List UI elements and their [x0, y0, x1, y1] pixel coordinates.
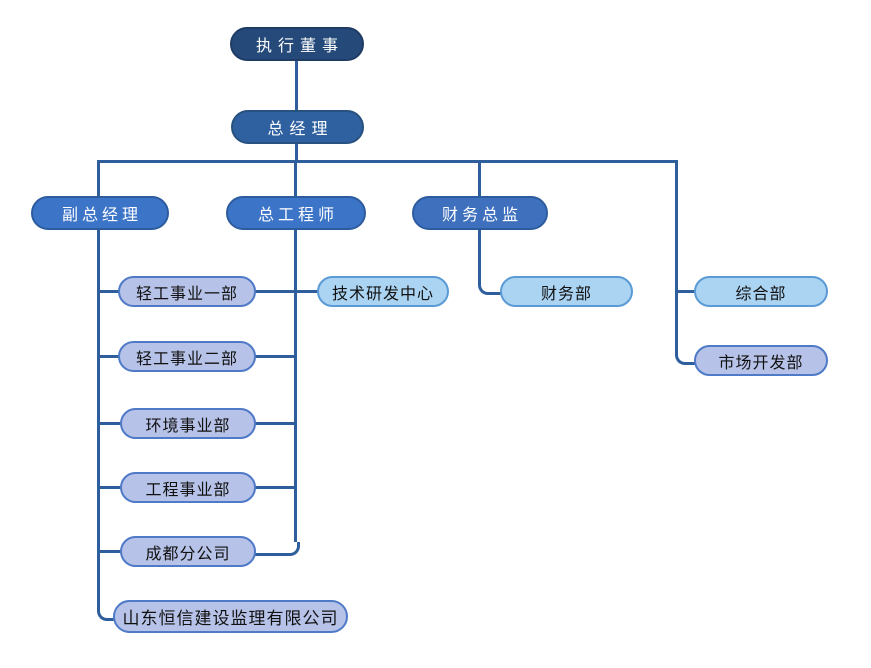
connector-stub-techrd [294, 290, 320, 293]
connector-stub-left-2 [97, 355, 121, 358]
connector-stub-left-1 [97, 290, 121, 293]
connector-rail-finance [478, 162, 481, 196]
connector-stub-general-dept [675, 290, 696, 293]
node-tech-rd-center: 技术研发中心 [317, 276, 449, 307]
node-engineering-div: 工程事业部 [120, 472, 256, 503]
node-chengdu-branch: 成都分公司 [120, 536, 256, 567]
node-light-industry-div2: 轻工事业二部 [118, 341, 256, 372]
connector-gm-rail [295, 143, 298, 163]
node-general-manager: 总经理 [231, 110, 364, 144]
connector-chief-spine-end [254, 542, 300, 556]
node-finance-director: 财务总监 [412, 196, 548, 230]
connector-stub-left-3 [97, 422, 121, 425]
node-market-dev-dept: 市场开发部 [694, 345, 828, 376]
connector-rail-deputy [97, 162, 100, 196]
connector-exec-gm [295, 60, 298, 112]
connector-stub-mid-2 [253, 355, 297, 358]
connector-stub-mid-3 [253, 422, 297, 425]
node-environment-div: 环境事业部 [120, 408, 256, 439]
connector-chief-spine [294, 230, 297, 542]
node-general-dept: 综合部 [694, 276, 828, 307]
connector-top-rail [97, 160, 678, 163]
connector-stub-mid-1 [253, 290, 297, 293]
node-finance-dept: 财务部 [500, 276, 633, 307]
node-shandong-hengxin: 山东恒信建设监理有限公司 [113, 600, 348, 633]
connector-rail-chief [294, 162, 297, 196]
connector-stub-left-4 [97, 486, 121, 489]
connector-stub-mid-4 [253, 486, 297, 489]
node-light-industry-div1: 轻工事业一部 [118, 276, 256, 307]
node-chief-engineer: 总工程师 [226, 196, 366, 230]
connector-stub-left-5 [97, 550, 121, 553]
connector-finance-elbow [478, 230, 506, 295]
connector-deputy-spine [97, 230, 121, 621]
node-deputy-general-manager: 副总经理 [31, 196, 169, 230]
connector-right-spine [675, 160, 678, 310]
connector-right-spine-end [675, 310, 699, 365]
node-executive-director: 执行董事 [230, 27, 364, 61]
